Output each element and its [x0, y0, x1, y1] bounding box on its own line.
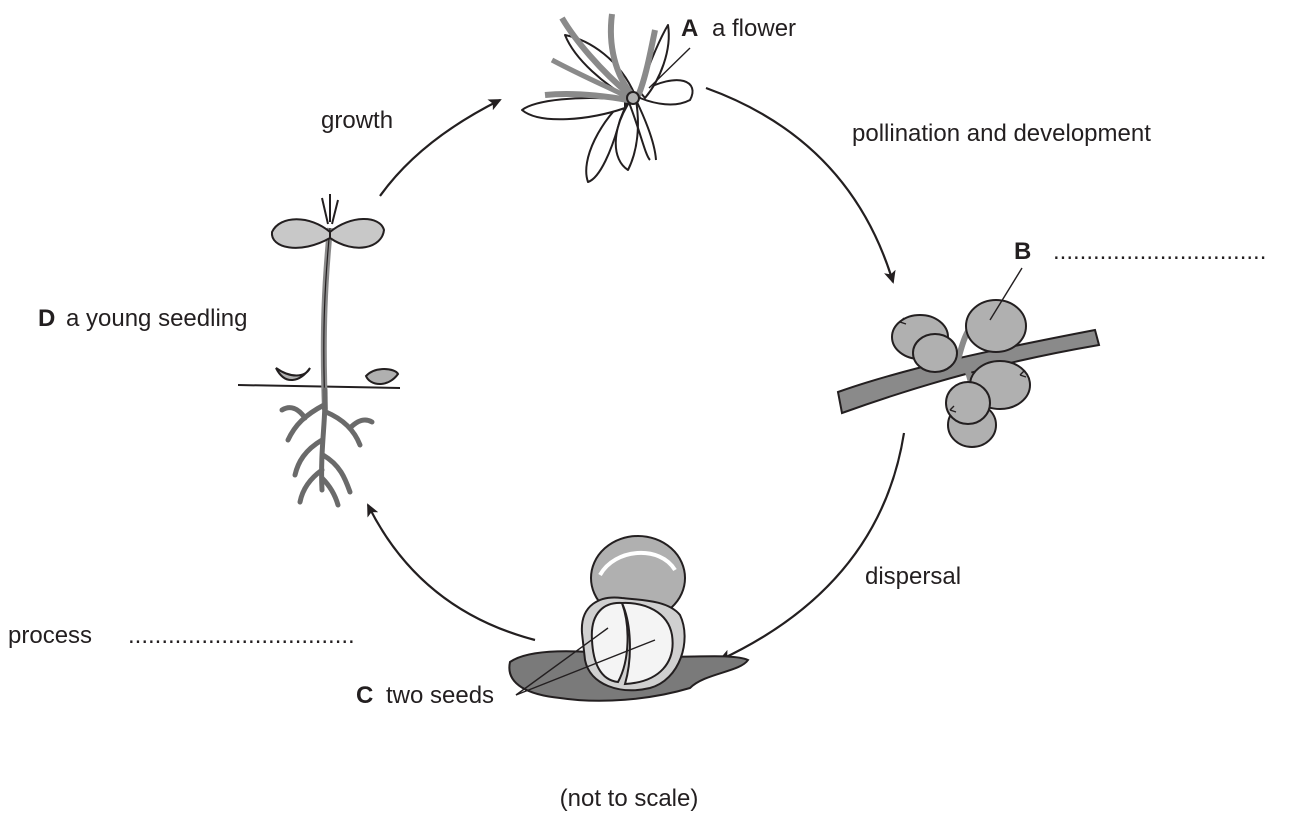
arrow-process	[368, 505, 535, 640]
arrow-pollination	[706, 88, 893, 282]
label-pollination: pollination and development	[852, 120, 1151, 147]
label-c-text: two seeds	[386, 682, 494, 709]
arrow-growth	[380, 100, 500, 196]
seedling-illustration	[238, 194, 400, 505]
label-dispersal: dispersal	[865, 563, 961, 590]
scale-note: (not to scale)	[560, 785, 699, 812]
label-process: process	[8, 622, 92, 649]
label-a-text: a flower	[712, 15, 796, 42]
label-d-text: a young seedling	[66, 305, 247, 332]
label-growth: growth	[321, 107, 393, 134]
label-c-letter: C	[356, 682, 373, 709]
arrow-dispersal	[720, 433, 904, 660]
fruit-branch-illustration	[838, 300, 1099, 447]
label-b-letter: B	[1014, 238, 1031, 265]
label-process-answer-line: ..................................	[128, 622, 355, 649]
label-b-answer-line: ................................	[1053, 238, 1266, 265]
seeds-illustration	[509, 536, 748, 701]
label-d-letter: D	[38, 305, 55, 332]
label-a-letter: A	[681, 15, 698, 42]
flower-illustration	[522, 14, 693, 182]
